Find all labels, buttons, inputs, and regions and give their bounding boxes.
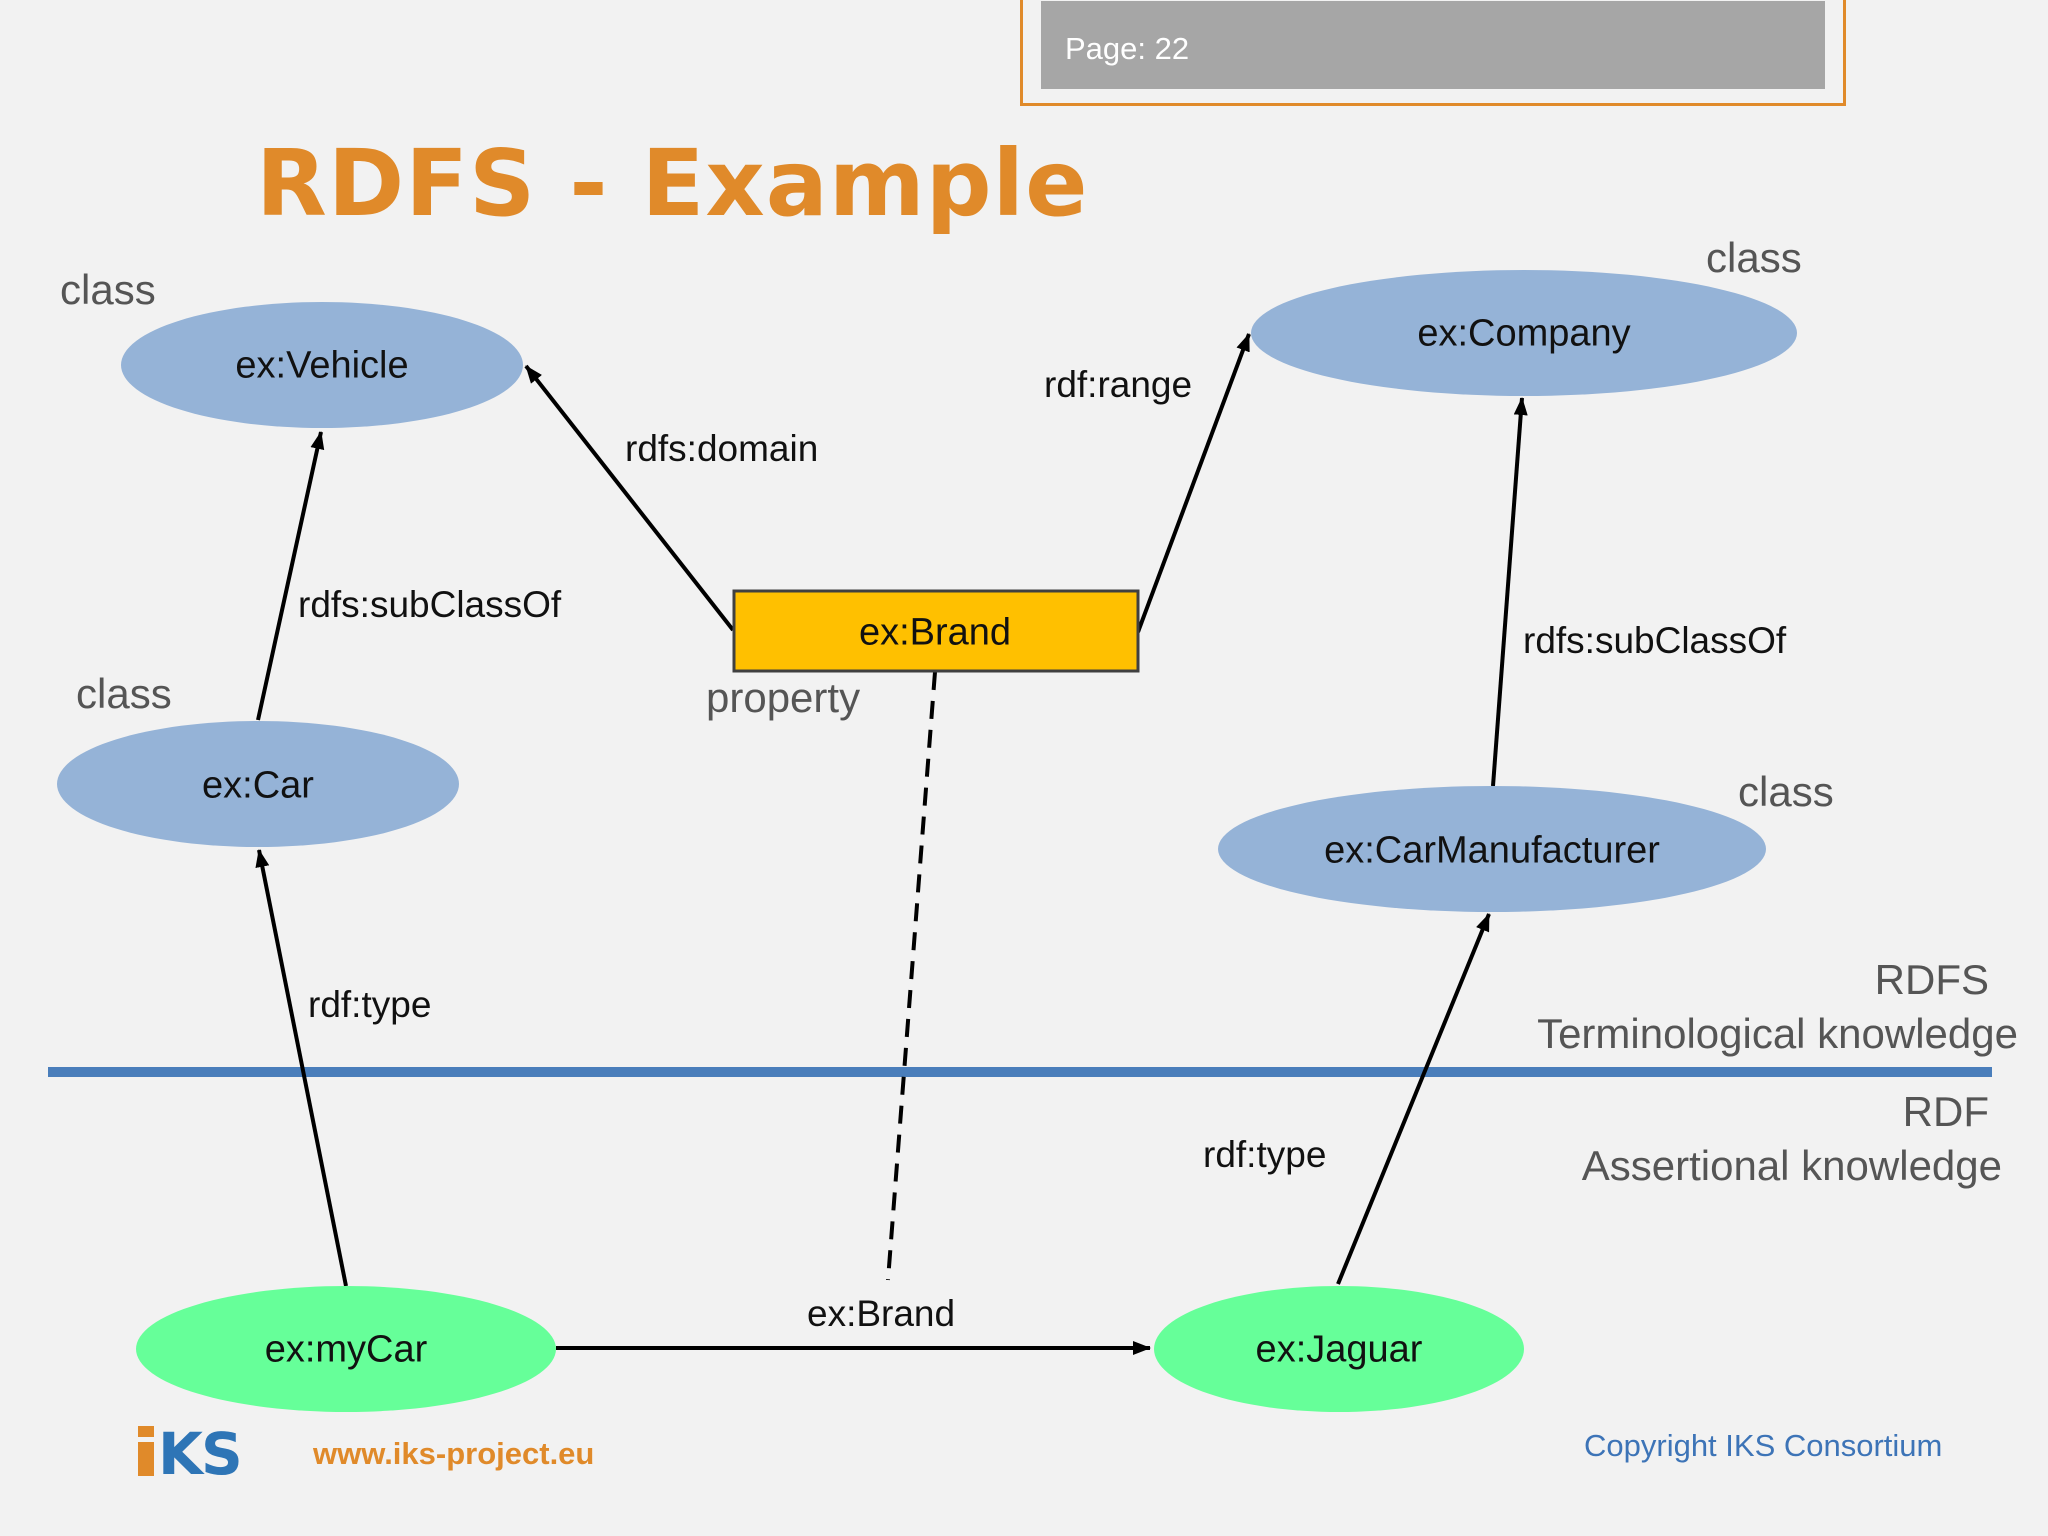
node-company bbox=[1251, 270, 1797, 396]
node-jaguar bbox=[1154, 1286, 1524, 1412]
edge-subclass-car-vehicle bbox=[256, 431, 325, 721]
copyright-notice: Copyright IKS Consortium bbox=[1584, 1428, 1943, 1463]
iks-logo: KS bbox=[138, 1424, 243, 1478]
edge-domain-brand-vehicle bbox=[524, 364, 735, 632]
edge-instance-of-brand-dashed bbox=[886, 671, 937, 1281]
edge-type-jaguar-carmanufacturer bbox=[1336, 913, 1491, 1285]
node-company-label: ex:Company bbox=[1417, 312, 1631, 355]
type-label-company: class bbox=[1706, 234, 1802, 281]
node-jaguar-label: ex:Jaguar bbox=[1255, 1328, 1423, 1371]
page-number: Page: 22 bbox=[1065, 31, 1190, 66]
node-car-label: ex:Car bbox=[202, 764, 314, 807]
edge-label-type-right: rdf:type bbox=[1203, 1134, 1327, 1175]
type-label-vehicle: class bbox=[60, 266, 156, 313]
edge-label-subclass-left: rdfs:subClassOf bbox=[298, 584, 562, 625]
edge-range-brand-company bbox=[1136, 333, 1251, 633]
edge-subclass-carmanufacturer-company bbox=[1491, 397, 1528, 787]
edge-type-mycar-car bbox=[255, 849, 348, 1287]
node-brand-property bbox=[732, 589, 1140, 673]
edge-label-domain: rdfs:domain bbox=[625, 428, 819, 469]
node-vehicle-label: ex:Vehicle bbox=[235, 344, 409, 387]
type-label-brand: property bbox=[706, 674, 861, 721]
edge-label-brand: ex:Brand bbox=[807, 1293, 956, 1334]
node-brand-property-label: ex:Brand bbox=[858, 611, 1012, 654]
type-label-car: class bbox=[76, 670, 172, 717]
edge-label-subclass-right: rdfs:subClassOf bbox=[1523, 620, 1787, 661]
layer-rdf-title: RDF bbox=[1902, 1088, 1989, 1135]
edge-label-type-left: rdf:type bbox=[308, 984, 432, 1025]
node-car bbox=[57, 721, 459, 847]
page-number-box: Page: 22 bbox=[1020, 0, 1846, 106]
footer-url[interactable]: www.iks-project.eu bbox=[313, 1436, 595, 1471]
layer-rdfs-title: RDFS bbox=[1874, 956, 1989, 1003]
svg-text:KS: KS bbox=[158, 1424, 241, 1478]
node-car-manufacturer bbox=[1218, 786, 1766, 912]
slide-title: RDFS - Example bbox=[256, 130, 1089, 237]
layer-rdfs-description: Terminological knowledge bbox=[1537, 1010, 2018, 1057]
node-car-manufacturer-label: ex:CarManufacturer bbox=[1324, 829, 1660, 872]
node-vehicle bbox=[121, 302, 523, 428]
edge-label-range: rdf:range bbox=[1044, 364, 1193, 405]
node-mycar bbox=[136, 1286, 556, 1412]
node-mycar-label: ex:myCar bbox=[264, 1328, 428, 1371]
type-label-car-manufacturer: class bbox=[1738, 768, 1834, 815]
page-number-panel bbox=[1041, 1, 1825, 89]
layer-rdf-description: Assertional knowledge bbox=[1581, 1142, 2002, 1189]
